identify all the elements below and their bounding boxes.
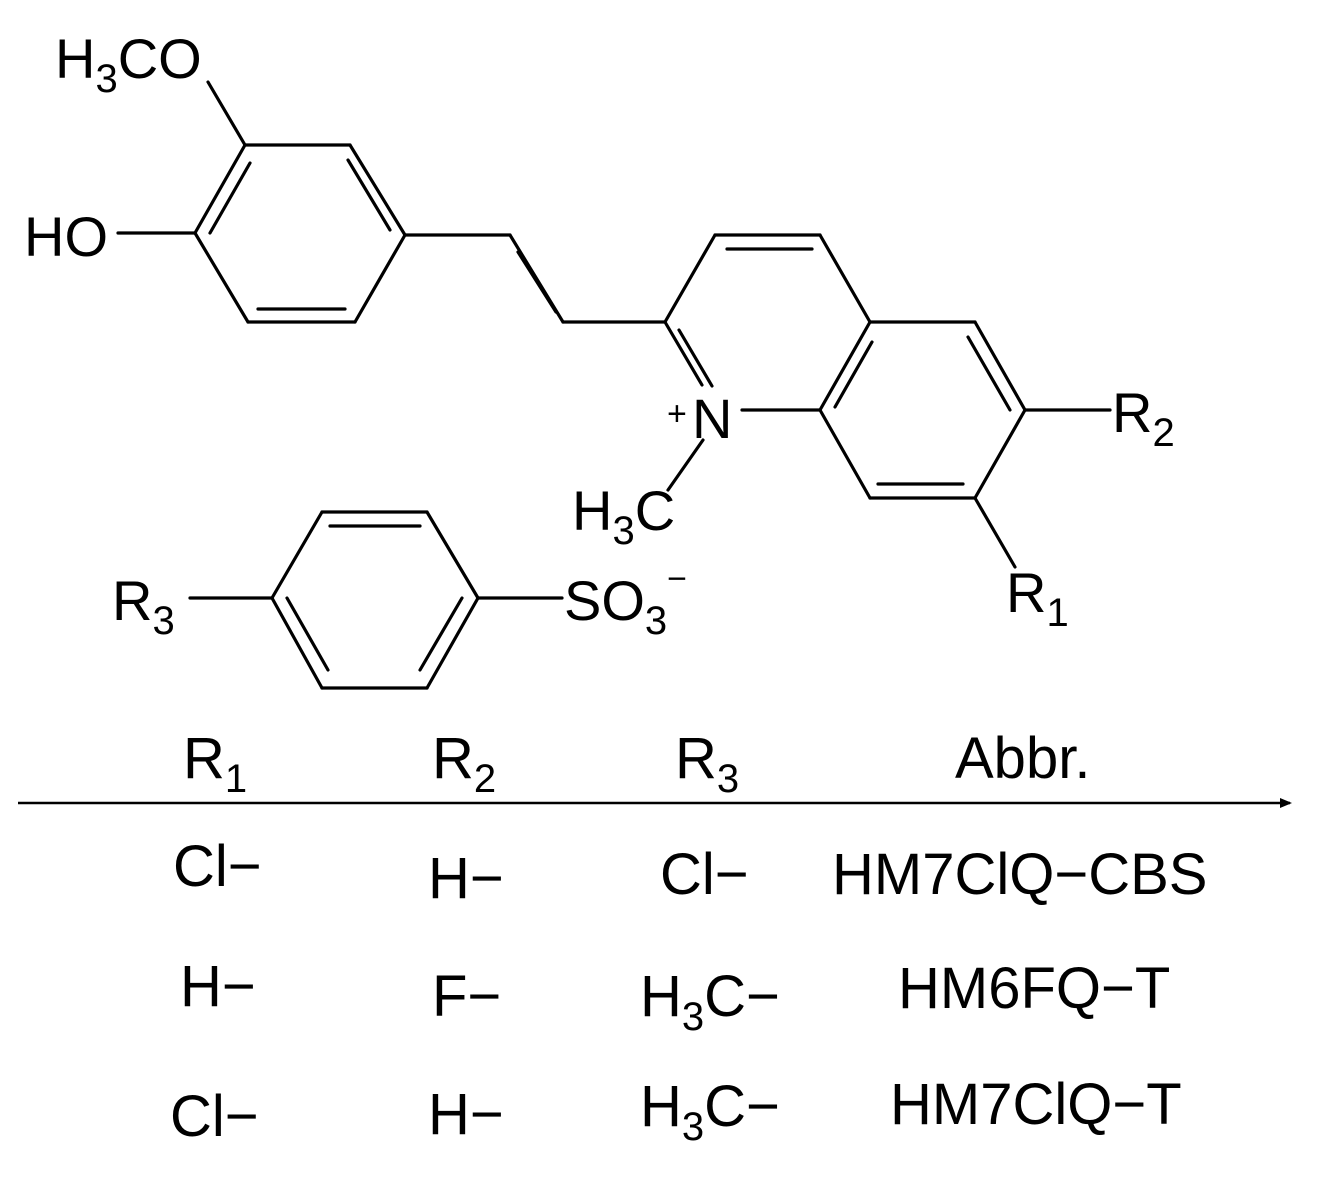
- row1-r1: Cl−: [173, 834, 262, 899]
- methoxy-bond: [206, 80, 247, 147]
- r1-bond: [973, 496, 1017, 569]
- n-methyl-label: H3C: [572, 479, 675, 553]
- row2-r2: F−: [432, 964, 501, 1029]
- row2-r3: H3C−: [640, 964, 780, 1039]
- row1-r3: Cl−: [660, 842, 749, 907]
- sulfonate-label: SO3−: [564, 560, 687, 643]
- nitrogen-label: N: [692, 387, 732, 450]
- hydroxy-label: HO: [24, 205, 108, 268]
- n-methyl-bond: [666, 438, 705, 492]
- row2-r1: H−: [180, 954, 256, 1019]
- table-row: H− F− H3C− HM6FQ−T: [180, 954, 1170, 1039]
- anion-structure: R3 SO3−: [112, 510, 687, 690]
- n-charge-label: +: [667, 395, 687, 433]
- substituent-table: R1 R2 R3 Abbr. Cl− H− Cl− HM7ClQ−CBS H− …: [18, 726, 1292, 1149]
- benzo-ring: [818, 320, 1027, 500]
- sulfonate-benzene-ring: [270, 510, 480, 690]
- table-header-row: R1 R2 R3 Abbr.: [183, 726, 1090, 801]
- r2-label: R2: [1112, 381, 1175, 455]
- pyridinium-ring: [663, 233, 872, 412]
- table-row: Cl− H− H3C− HM7ClQ−T: [170, 1072, 1182, 1149]
- r1-label: R1: [1006, 561, 1069, 635]
- row1-abbr: HM7ClQ−CBS: [832, 842, 1207, 907]
- r3-label: R3: [112, 569, 175, 643]
- header-r3: R3: [675, 726, 739, 801]
- header-abbr: Abbr.: [955, 726, 1090, 791]
- table-row: Cl− H− Cl− HM7ClQ−CBS: [173, 834, 1207, 911]
- row3-r3: H3C−: [640, 1074, 780, 1149]
- row3-r1: Cl−: [170, 1084, 259, 1149]
- row3-abbr: HM7ClQ−T: [890, 1072, 1182, 1137]
- phenol-ring: [193, 143, 407, 324]
- header-r2: R2: [432, 726, 496, 801]
- row1-r2: H−: [428, 846, 504, 911]
- row2-abbr: HM6FQ−T: [898, 956, 1170, 1021]
- methoxy-label: H3CO: [55, 27, 202, 101]
- vinyl-linker: [403, 233, 667, 324]
- row3-r2: H−: [428, 1082, 504, 1147]
- cation-structure: H3CO HO + N H3C R2 R1: [24, 27, 1175, 635]
- header-r1: R1: [183, 726, 247, 801]
